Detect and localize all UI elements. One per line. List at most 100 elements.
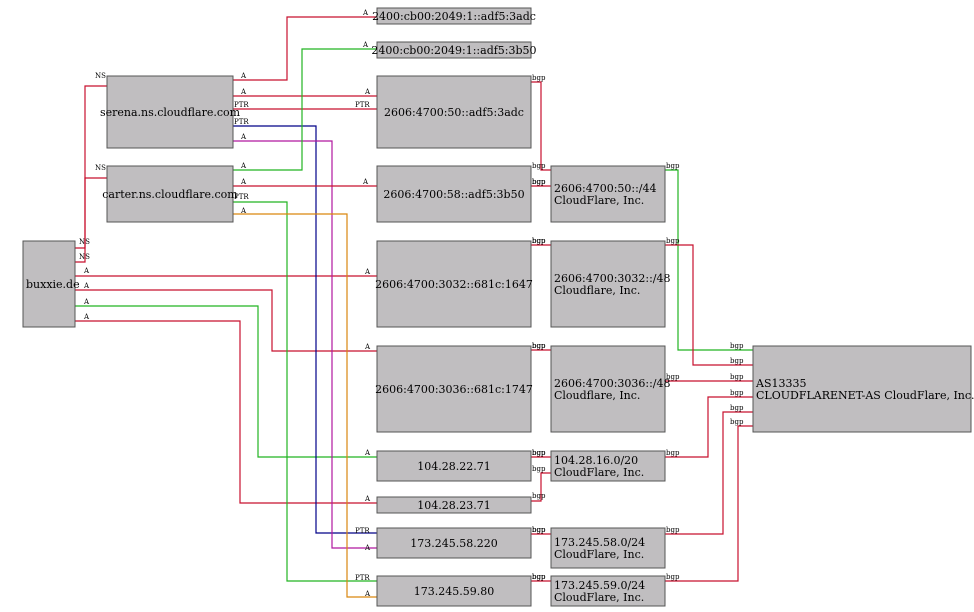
- edge-tail-label: A: [240, 207, 247, 215]
- node-v4b[interactable]: 104.28.23.71: [376, 496, 532, 514]
- edge-buxxie-v6f-a: AA: [75, 282, 377, 352]
- node-box: [376, 41, 532, 59]
- node-box: [550, 575, 666, 607]
- edge-serena-v6a-a: AA: [233, 9, 377, 81]
- edge-head-label: A: [362, 9, 369, 17]
- edge-head-label: A: [362, 178, 369, 186]
- node-label: CloudFlare, Inc.: [554, 548, 644, 561]
- edge-tail-label: NS: [79, 253, 90, 261]
- node-serena[interactable]: serena.ns.cloudflare.com: [100, 75, 241, 149]
- node-label: CloudFlare, Inc.: [554, 194, 644, 207]
- edge-tail-label: A: [240, 133, 247, 141]
- node-label: 2606:4700:50::adf5:3adc: [384, 106, 524, 119]
- edge-head-label: bgp: [532, 178, 546, 186]
- edge-line: [665, 244, 753, 366]
- edge-head-label: bgp: [532, 526, 546, 534]
- edge-line: [75, 177, 107, 263]
- edge-carter-v6b-a: AA: [233, 41, 377, 171]
- node-v6d[interactable]: 2606:4700:58::adf5:3b50: [376, 165, 532, 223]
- node-box: [550, 165, 666, 223]
- edge-head-label: bgp: [532, 492, 546, 500]
- node-box: [550, 527, 666, 569]
- edge-head-label: A: [362, 41, 369, 49]
- node-box: [106, 75, 234, 149]
- node-label: carter.ns.cloudflare.com: [102, 188, 238, 201]
- edge-line: [233, 125, 377, 534]
- edge-tail-label: A: [240, 162, 247, 170]
- edge-head-label: PTR: [355, 101, 370, 109]
- edge-tail-label: A: [83, 313, 90, 321]
- node-v6f[interactable]: 2606:4700:3036::681c:1747: [375, 345, 533, 433]
- edge-head-label: NS: [95, 164, 106, 172]
- edge-line: [665, 425, 753, 582]
- node-buxxie[interactable]: buxxie.de: [22, 240, 80, 328]
- edge-head-label: bgp: [532, 342, 546, 350]
- node-label: 2400:cb00:2049:1::adf5:3adc: [372, 10, 536, 23]
- node-v6c[interactable]: 2606:4700:50::adf5:3adc: [376, 75, 532, 149]
- edge-head-label: PTR: [355, 527, 370, 535]
- node-v6b[interactable]: 2400:cb00:2049:1::adf5:3b50: [371, 41, 537, 59]
- node-label: 104.28.23.71: [417, 499, 490, 512]
- edge-line: [665, 411, 753, 535]
- edge-carter-v4d-a: AA: [233, 207, 377, 598]
- edge-tail-label: bgp: [532, 162, 546, 170]
- edge-v4b-p4-bgp: bgp bgp: [531, 465, 551, 502]
- node-v4d[interactable]: 173.245.59.80: [376, 575, 532, 607]
- edge-tail-label: bgp: [666, 162, 680, 170]
- edge-line: [665, 396, 753, 458]
- node-label: 2606:4700:3036::681c:1747: [375, 383, 533, 396]
- edge-line: [233, 16, 377, 81]
- edge-carter-v4d-ptr: PTR PTR: [233, 193, 377, 582]
- edge-line: [233, 48, 377, 171]
- node-label: 2606:4700:58::adf5:3b50: [383, 188, 524, 201]
- edge-tail-label: bgp: [666, 526, 680, 534]
- edge-p6-asn-bgp: bgp bgp: [665, 418, 753, 582]
- node-v4c[interactable]: 173.245.58.220: [376, 527, 532, 559]
- node-label: 104.28.16.0/20: [554, 454, 638, 467]
- node-label: Cloudflare, Inc.: [554, 284, 640, 297]
- edge-tail-label: bgp: [666, 573, 680, 581]
- edge-tail-label: PTR: [234, 193, 249, 201]
- edge-line: [665, 169, 753, 351]
- edge-tail-label: bgp: [532, 449, 546, 457]
- edge-head-label: NS: [95, 72, 106, 80]
- edge-tail-label: bgp: [666, 373, 680, 381]
- edge-tail-label: A: [240, 72, 247, 80]
- edge-line: [233, 201, 377, 582]
- node-box: [376, 450, 532, 482]
- node-carter[interactable]: carter.ns.cloudflare.com: [102, 165, 238, 223]
- edge-tail-label: bgp: [532, 465, 546, 473]
- node-v6e[interactable]: 2606:4700:3032::681c:1647: [375, 240, 533, 328]
- edge-line: [233, 140, 377, 549]
- node-box: [376, 7, 532, 25]
- node-label: 104.28.22.71: [417, 460, 490, 473]
- node-box: [376, 496, 532, 514]
- edge-tail-label: A: [240, 178, 247, 186]
- node-v6a[interactable]: 2400:cb00:2049:1::adf5:3adc: [372, 7, 536, 25]
- node-label: 2606:4700:3032::681c:1647: [375, 278, 533, 291]
- node-label: 173.245.58.220: [410, 537, 497, 550]
- node-v4a[interactable]: 104.28.22.71: [376, 450, 532, 482]
- node-box: [550, 450, 666, 482]
- edge-tail-label: bgp: [666, 449, 680, 457]
- edge-buxxie-v6e-a: AA: [75, 267, 377, 277]
- node-layer: buxxie.de serena.ns.cloudflare.com carter.…: [22, 7, 974, 607]
- edge-head-label: A: [364, 544, 371, 552]
- node-label: buxxie.de: [26, 278, 80, 291]
- edge-line: [531, 472, 551, 502]
- node-label: 173.245.58.0/24: [554, 536, 645, 549]
- edge-head-label: PTR: [355, 574, 370, 582]
- edge-head-label: bgp: [730, 418, 744, 426]
